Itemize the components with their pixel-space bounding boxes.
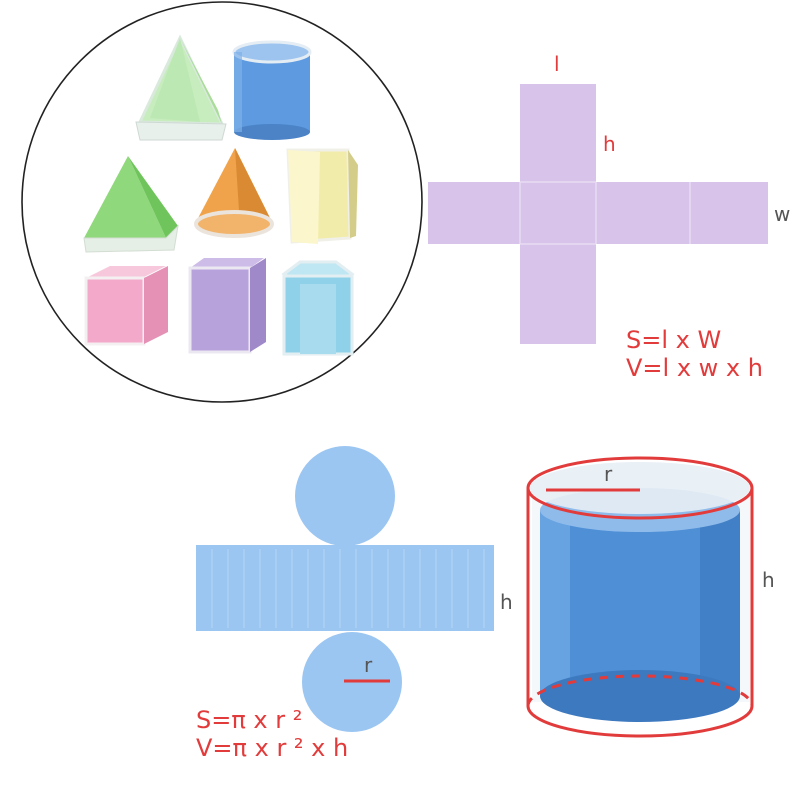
hexagonal-prism-solid [281, 260, 355, 356]
cylinder-net-height-label: h [500, 590, 513, 614]
cone-solid [194, 148, 274, 238]
square-pyramid-solid [83, 156, 179, 253]
cylinder-radius-label: r [604, 462, 613, 486]
triangular-prism-solid [286, 148, 358, 244]
cylinder-surface-formula: S=π x r ² [196, 706, 303, 734]
triangular-pyramid-solid [135, 34, 227, 141]
cylinder-solid [232, 40, 312, 140]
cube-solid [84, 266, 168, 346]
cylinder-net-radius-label: r [364, 653, 373, 677]
cylinder-height-label: h [762, 568, 775, 592]
rect-surface-formula: S=l x W [626, 326, 722, 354]
net-length-label: l [554, 52, 560, 76]
rectangular-prism-solid [188, 258, 266, 354]
cylinder-volume-formula: V=π x r ² x h [196, 734, 349, 762]
rect-volume-formula: V=l x w x h [626, 354, 763, 382]
net-width-label: w [774, 202, 791, 226]
net-height-label: h [603, 132, 616, 156]
